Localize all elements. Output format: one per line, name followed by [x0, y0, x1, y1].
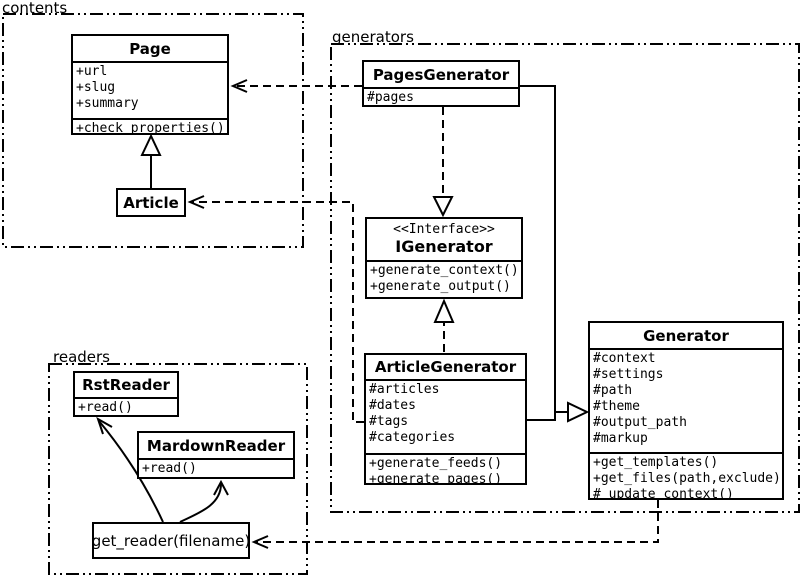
- method-line: +generate_feeds(): [369, 456, 503, 471]
- package-generators-border: [330, 43, 800, 513]
- class-page-attributes: +url +slug +summary: [73, 61, 227, 118]
- attribute-line: #context: [593, 351, 656, 366]
- rel-generator-to-getreader-dependency: [251, 500, 659, 549]
- class-mardownreader-methods: +read(): [139, 458, 293, 477]
- class-generator-attributes: #context #settings #path #theme #output_…: [590, 348, 782, 452]
- method-line: +generate_context(): [370, 263, 519, 278]
- class-page: Page +url +slug +summary +check_properti…: [71, 34, 229, 135]
- class-generator-methods: +get_templates() +get_files(path,exclude…: [590, 452, 782, 498]
- attribute-line: #theme: [593, 399, 640, 414]
- rel-articlegenerator-to-igenerator-realization: [433, 298, 455, 352]
- method-line: #_update_context(): [593, 487, 734, 498]
- class-rstreader: RstReader +read(): [73, 371, 179, 417]
- class-pagesgenerator-title: PagesGenerator: [372, 65, 510, 84]
- attribute-line: +summary: [76, 96, 139, 111]
- rel-articlegenerator-to-article-dependency: [187, 195, 364, 423]
- attribute-line: #settings: [593, 367, 664, 382]
- function-get-reader-label: get_reader(filename): [91, 531, 251, 550]
- attribute-line: #tags: [369, 414, 409, 429]
- method-line: +get_templates(): [593, 455, 719, 470]
- package-contents-label: contents: [2, 0, 68, 17]
- rel-getreader-to-rstreader-arrow: [96, 416, 164, 523]
- package-readers-label: readers: [53, 348, 110, 366]
- class-igenerator-stereotype: <<Interface>>: [393, 222, 495, 237]
- class-igenerator-header: <<Interface>> IGenerator: [367, 219, 521, 260]
- package-readers-border: [48, 363, 308, 575]
- attribute-line: #markup: [593, 431, 648, 446]
- class-rstreader-methods: +read(): [75, 397, 177, 415]
- method-line: +generate_output(): [370, 279, 511, 294]
- package-generators-label: generators: [332, 28, 414, 46]
- class-article-title: Article: [123, 193, 179, 212]
- method-line: +generate_pages(): [369, 472, 503, 483]
- class-mardownreader: MardownReader +read(): [137, 431, 295, 479]
- attribute-line: #output_path: [593, 415, 687, 430]
- class-articlegenerator: ArticleGenerator #articles #dates #tags …: [364, 353, 527, 485]
- method-line: +check_properties(): [76, 121, 225, 133]
- class-igenerator: <<Interface>> IGenerator +generate_conte…: [365, 217, 523, 299]
- attribute-line: #dates: [369, 398, 416, 413]
- attribute-line: #articles: [369, 382, 440, 397]
- class-articlegenerator-title: ArticleGenerator: [374, 358, 517, 376]
- function-get-reader: get_reader(filename): [92, 522, 250, 559]
- class-igenerator-title: IGenerator: [395, 237, 493, 256]
- package-contents-border: [2, 13, 304, 248]
- method-line: +get_files(path,exclude): [593, 471, 781, 486]
- class-articlegenerator-attributes: #articles #dates #tags #categories: [366, 379, 525, 453]
- class-rstreader-title: RstReader: [82, 376, 170, 394]
- attribute-line: #categories: [369, 430, 456, 445]
- method-line: +read(): [142, 461, 197, 476]
- rel-article-to-page-generalization: [140, 133, 162, 188]
- class-pagesgenerator: PagesGenerator #pages: [362, 60, 520, 107]
- rel-pagesgenerator-to-igenerator-realization: [432, 107, 454, 218]
- class-igenerator-methods: +generate_context() +generate_output(): [367, 260, 521, 297]
- class-articlegenerator-methods: +generate_feeds() +generate_pages(): [366, 453, 525, 483]
- class-generator-title: Generator: [643, 326, 729, 345]
- class-page-title: Page: [129, 39, 171, 58]
- class-generator: Generator #context #settings #path #them…: [588, 321, 784, 500]
- rel-pagesgenerator-to-page-dependency: [230, 79, 362, 93]
- attribute-line: +url: [76, 64, 108, 79]
- class-mardownreader-title: MardownReader: [146, 436, 286, 455]
- attribute-line: +slug: [76, 80, 116, 95]
- rel-generators-to-generator-generalization: [520, 85, 590, 423]
- attribute-line: #pages: [367, 90, 414, 105]
- class-pagesgenerator-attributes: #pages: [364, 87, 518, 105]
- class-page-methods: +check_properties(): [73, 118, 227, 133]
- rel-getreader-to-mardownreader-arrow: [179, 479, 229, 523]
- method-line: +read(): [78, 400, 133, 415]
- attribute-line: #path: [593, 383, 633, 398]
- class-article: Article: [116, 188, 186, 217]
